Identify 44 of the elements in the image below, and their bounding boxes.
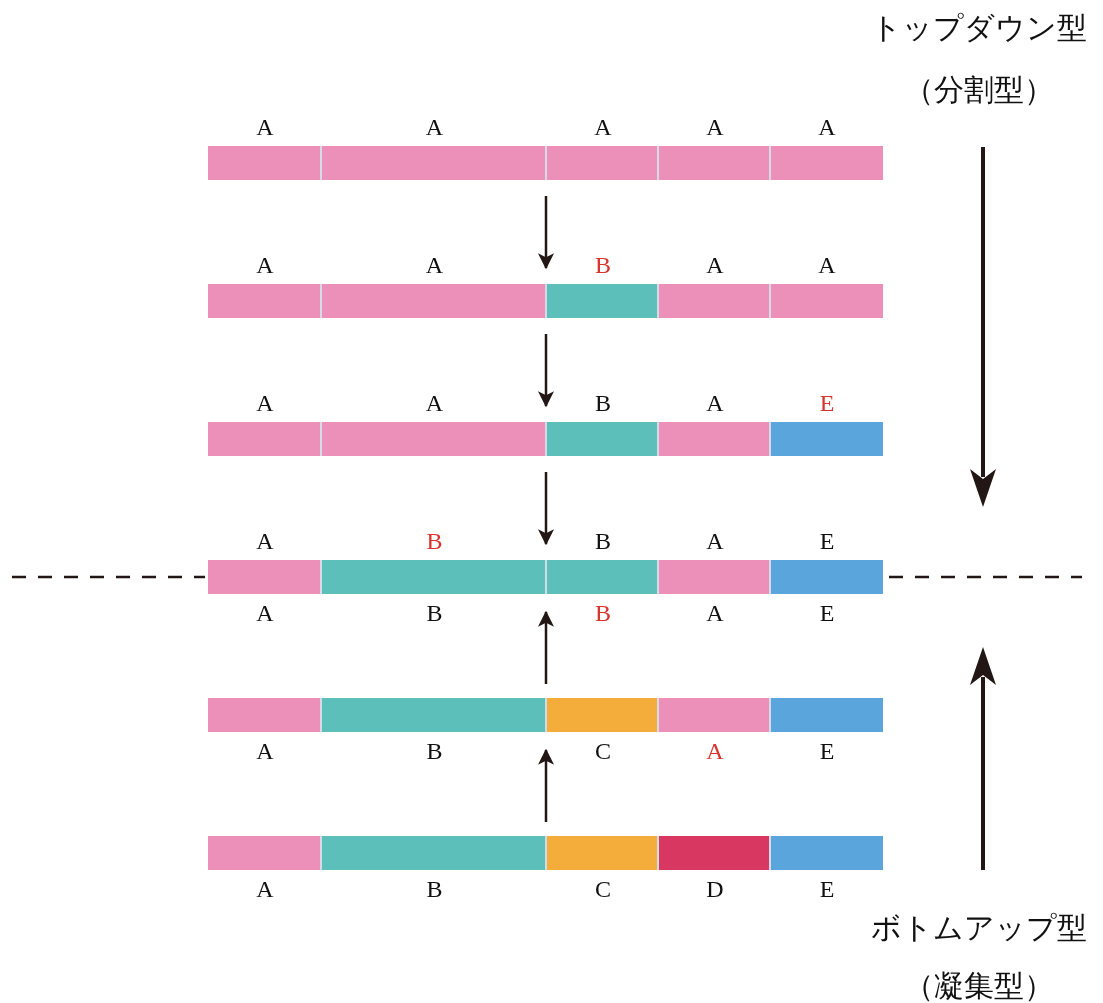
segment-letter: E xyxy=(818,599,836,628)
segment-letter: E xyxy=(818,389,836,418)
segment-letter: A xyxy=(817,251,837,280)
segment-letter: B xyxy=(425,599,444,628)
segment-letter: A xyxy=(424,113,445,142)
segment-letter: A xyxy=(705,737,725,766)
segment-letter: B xyxy=(594,599,612,628)
segment-letter: B xyxy=(594,251,612,280)
segment-letter: A xyxy=(817,113,837,142)
segment-letter: A xyxy=(424,251,445,280)
side-heading: （分割型） xyxy=(903,72,1055,108)
segment-letter: A xyxy=(255,389,275,418)
arrow xyxy=(538,196,554,270)
segment-letter: B xyxy=(425,737,444,766)
arrow xyxy=(538,748,554,822)
arrow xyxy=(538,472,554,546)
segment-letter: A xyxy=(255,875,275,904)
segment-letter: D xyxy=(705,875,725,904)
side-heading: トップダウン型 xyxy=(870,10,1088,46)
segment-letter: A xyxy=(705,527,725,556)
segment-letter: C xyxy=(594,737,612,766)
segment-letter: B xyxy=(425,527,444,556)
segment-letter: A xyxy=(593,113,613,142)
segment-letter: A xyxy=(255,599,275,628)
segment-letter: A xyxy=(255,251,275,280)
segment-letter: A xyxy=(705,599,725,628)
segment-letter: E xyxy=(818,527,836,556)
segment-letter: A xyxy=(705,113,725,142)
segment-letter: A xyxy=(255,737,275,766)
segment-letter: C xyxy=(594,875,612,904)
segment-letter: A xyxy=(424,389,445,418)
segment-letter: E xyxy=(818,875,836,904)
segment-letter: E xyxy=(818,737,836,766)
segment-letter: A xyxy=(705,251,725,280)
arrow xyxy=(538,334,554,408)
side-heading: （凝集型） xyxy=(903,968,1055,1003)
segment-letter: A xyxy=(255,113,275,142)
arrow xyxy=(538,610,554,684)
segment-letter: A xyxy=(705,389,725,418)
side-heading: ボトムアップ型 xyxy=(870,910,1088,946)
segment-letter: B xyxy=(425,875,444,904)
segment-letter: B xyxy=(594,389,612,418)
segment-letter: A xyxy=(255,527,275,556)
segment-letter: B xyxy=(594,527,612,556)
